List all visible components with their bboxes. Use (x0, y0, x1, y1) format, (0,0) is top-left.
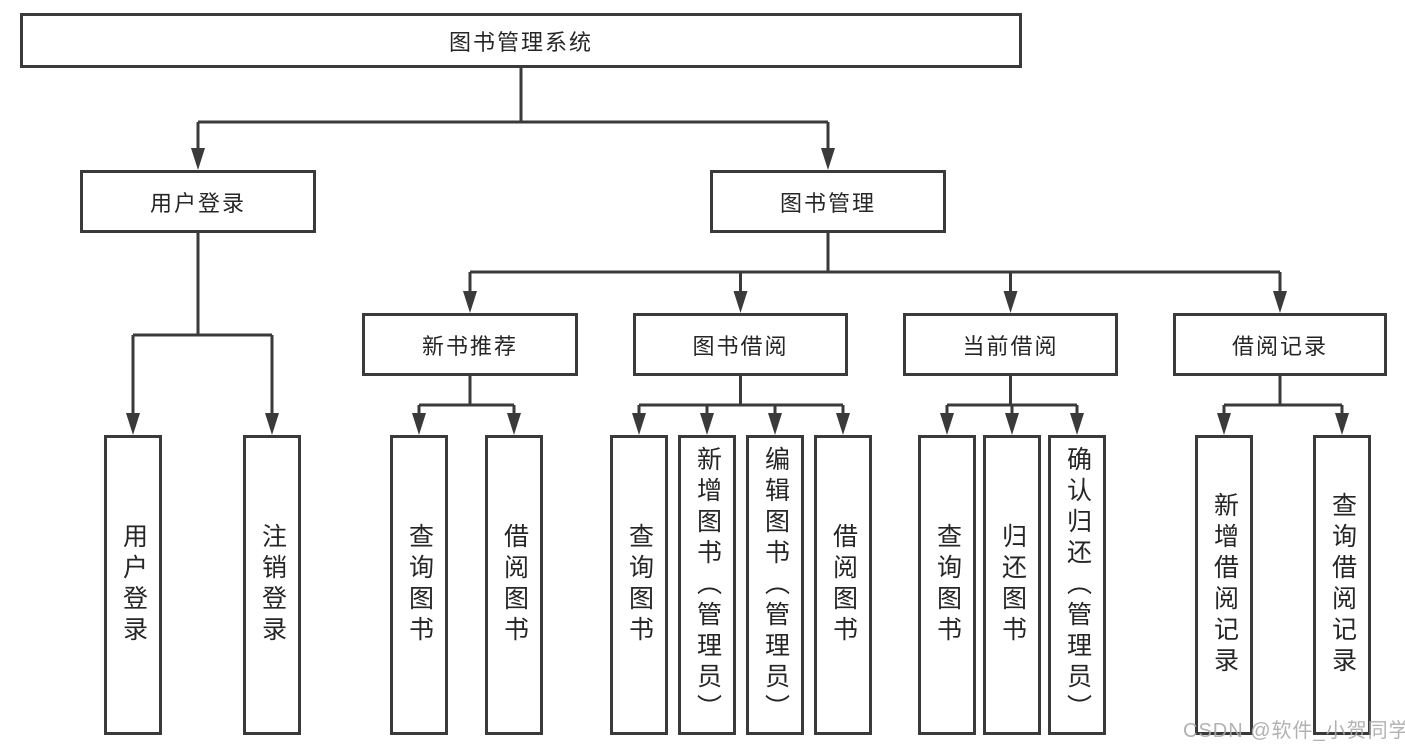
node-book-borrow: 图书借阅 (633, 313, 848, 376)
node-label: 用户登录 (149, 190, 246, 216)
node-label: 编辑图书（管理员） (761, 445, 790, 725)
node-new-book-recommend: 新书推荐 (362, 313, 578, 376)
node-label: 查询借阅记录 (1328, 492, 1357, 678)
leaf-logout: 注销登录 (243, 435, 301, 735)
leaf-return-books: 归还图书 (983, 435, 1041, 735)
node-root: 图书管理系统 (20, 13, 1022, 68)
node-label: 图书借阅 (692, 333, 789, 359)
node-label: 用户登录 (119, 523, 148, 647)
node-label: 查询图书 (625, 523, 654, 647)
leaf-query-books-current: 查询图书 (918, 435, 976, 735)
leaf-borrow-books: 借阅图书 (814, 435, 872, 735)
leaf-user-login: 用户登录 (104, 435, 162, 735)
watermark: CSDN @软件_小贺同学 (1183, 720, 1405, 742)
node-borrow-records: 借阅记录 (1173, 313, 1387, 376)
node-label: 新书推荐 (421, 333, 518, 359)
leaf-add-borrow-record: 新增借阅记录 (1195, 435, 1253, 735)
node-label: 注销登录 (258, 523, 287, 647)
node-label: 借阅图书 (500, 523, 529, 647)
node-label: 新增借阅记录 (1210, 492, 1239, 678)
node-label: 当前借阅 (962, 333, 1059, 359)
node-label: 查询图书 (933, 523, 962, 647)
node-book-management: 图书管理 (710, 170, 946, 233)
node-label: 确认归还（管理员） (1063, 445, 1092, 725)
node-label: 借阅记录 (1231, 333, 1328, 359)
node-label: 归还图书 (998, 523, 1027, 647)
leaf-query-borrow-record: 查询借阅记录 (1313, 435, 1371, 735)
leaf-query-books-recommend: 查询图书 (390, 435, 448, 735)
leaf-borrow-books-recommend: 借阅图书 (485, 435, 543, 735)
node-label: 图书管理 (779, 190, 876, 216)
arrowheads (126, 148, 1349, 435)
node-current-borrow: 当前借阅 (903, 313, 1118, 376)
leaf-query-books-borrow: 查询图书 (610, 435, 668, 735)
leaf-add-book-admin: 新增图书（管理员） (678, 435, 736, 735)
leaf-confirm-return-admin: 确认归还（管理员） (1048, 435, 1106, 735)
node-label: 借阅图书 (829, 523, 858, 647)
node-label: 图书管理系统 (448, 29, 593, 55)
node-user-login: 用户登录 (80, 170, 316, 233)
leaf-edit-book-admin: 编辑图书（管理员） (746, 435, 804, 735)
node-label: 查询图书 (405, 523, 434, 647)
node-label: 新增图书（管理员） (693, 445, 722, 725)
